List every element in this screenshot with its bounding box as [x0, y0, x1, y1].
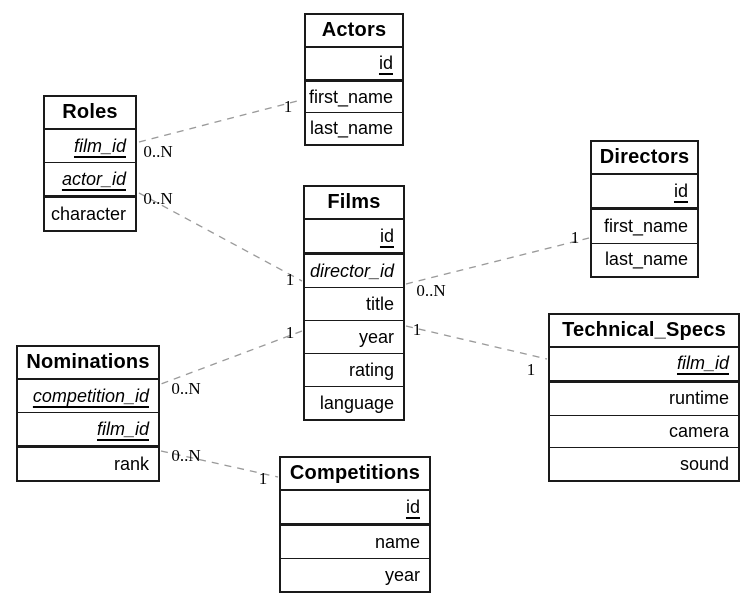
- entity-technical-specs: Technical_Specs film_id runtime camera s…: [548, 313, 740, 482]
- cardinality-roles-films-near: 0..N: [143, 189, 173, 208]
- column-label: last_name: [604, 249, 688, 270]
- column-label: id: [405, 496, 420, 517]
- entity-competitions: Competitions id name year: [279, 456, 431, 593]
- cardinality-films-nominations-far: 0..N: [171, 379, 201, 398]
- relationship-line-films-directors: [405, 237, 590, 285]
- relationship-line-roles-films: [138, 192, 303, 282]
- relationship-line-films-nominations: [160, 330, 303, 385]
- column-directors-id: id: [592, 175, 697, 211]
- entity-roles-title: Roles: [45, 97, 135, 130]
- column-label: rank: [113, 453, 149, 474]
- column-label: first_name: [308, 86, 393, 107]
- entity-directors-title: Directors: [592, 142, 697, 175]
- cardinality-roles-actors-far: 1: [283, 97, 293, 116]
- column-directors-first-name: first_name: [592, 210, 697, 244]
- column-label: film_id: [73, 135, 126, 156]
- entity-films-title: Films: [305, 187, 403, 220]
- column-label: sound: [679, 453, 729, 474]
- column-competitions-name: name: [281, 526, 429, 559]
- column-competitions-year: year: [281, 559, 429, 591]
- relationship-line-roles-actors: [138, 99, 302, 143]
- column-label: director_id: [309, 260, 394, 281]
- cardinality-nominations-competitions-near: 0..N: [171, 446, 201, 465]
- column-competitions-id: id: [281, 491, 429, 526]
- column-label: title: [365, 293, 394, 314]
- column-technical-specs-film-id: film_id: [550, 348, 738, 383]
- entity-technical-specs-title: Technical_Specs: [550, 315, 738, 348]
- column-films-director-id: director_id: [305, 255, 403, 288]
- column-label: competition_id: [32, 385, 149, 406]
- entity-actors-title: Actors: [306, 15, 402, 48]
- entity-actors: Actors id first_name last_name: [304, 13, 404, 146]
- cardinality-films-directors-far: 1: [570, 228, 580, 247]
- relationship-line-films-technical-specs: [405, 325, 548, 360]
- column-films-language: language: [305, 387, 403, 419]
- column-label: runtime: [668, 388, 729, 409]
- column-label: film_id: [676, 353, 729, 374]
- column-technical-specs-camera: camera: [550, 416, 738, 449]
- cardinality-roles-films-far: 1: [285, 270, 295, 289]
- column-label: year: [384, 564, 420, 585]
- column-label: first_name: [603, 215, 688, 236]
- column-label: year: [358, 326, 394, 347]
- column-nominations-competition-id: competition_id: [18, 380, 158, 413]
- column-label: last_name: [309, 118, 393, 139]
- entity-competitions-title: Competitions: [281, 458, 429, 491]
- column-nominations-film-id: film_id: [18, 413, 158, 448]
- entity-roles: Roles film_id actor_id character: [43, 95, 137, 232]
- column-actors-id: id: [306, 48, 402, 82]
- column-films-title: title: [305, 288, 403, 321]
- column-actors-last-name: last_name: [306, 113, 402, 144]
- column-label: id: [379, 225, 394, 246]
- column-films-rating: rating: [305, 354, 403, 387]
- column-label: actor_id: [61, 168, 126, 189]
- column-nominations-rank: rank: [18, 448, 158, 480]
- column-roles-actor-id: actor_id: [45, 163, 135, 198]
- entity-nominations-title: Nominations: [18, 347, 158, 380]
- cardinality-nominations-competitions-far: 1: [258, 469, 268, 488]
- column-directors-last-name: last_name: [592, 244, 697, 276]
- column-label: character: [50, 203, 126, 224]
- column-label: language: [319, 392, 394, 413]
- column-label: camera: [668, 420, 729, 441]
- column-label: id: [378, 52, 393, 73]
- cardinality-films-technical-specs-far: 1: [526, 360, 536, 379]
- column-films-year: year: [305, 321, 403, 354]
- column-roles-film-id: film_id: [45, 130, 135, 163]
- column-label: rating: [348, 359, 394, 380]
- cardinality-films-nominations-near: 1: [285, 323, 295, 342]
- column-label: name: [374, 531, 420, 552]
- column-actors-first-name: first_name: [306, 82, 402, 114]
- relationship-line-nominations-competitions: [160, 450, 279, 478]
- cardinality-films-directors-near: 0..N: [416, 281, 446, 300]
- entity-nominations: Nominations competition_id film_id rank: [16, 345, 160, 482]
- entity-films: Films id director_id title year rating l…: [303, 185, 405, 421]
- column-technical-specs-runtime: runtime: [550, 383, 738, 416]
- column-roles-character: character: [45, 198, 135, 230]
- entity-directors: Directors id first_name last_name: [590, 140, 699, 278]
- column-films-id: id: [305, 220, 403, 255]
- column-label: id: [673, 180, 688, 201]
- column-label: film_id: [96, 418, 149, 439]
- cardinality-roles-actors-near: 0..N: [143, 142, 173, 161]
- cardinality-films-technical-specs-near: 1: [412, 320, 422, 339]
- column-technical-specs-sound: sound: [550, 448, 738, 480]
